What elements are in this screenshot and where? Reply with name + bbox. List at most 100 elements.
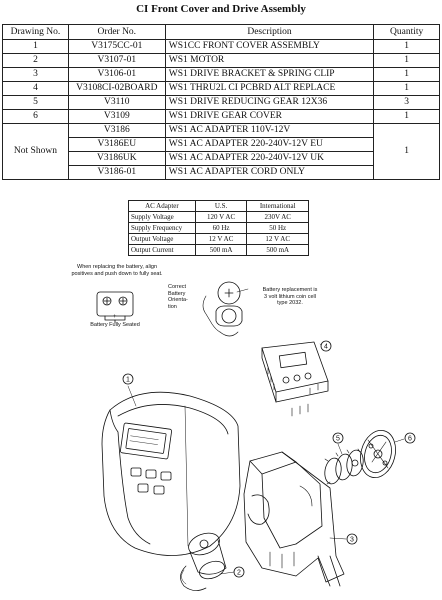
exploded-assembly-diagram: + <box>96 281 416 591</box>
cell-not-shown: Not Shown <box>2 123 69 180</box>
cell-order: V3109 <box>67 109 166 124</box>
cell-quantity: 1 <box>373 53 440 68</box>
battery-plus-sign: + <box>113 314 117 320</box>
cell-order: V3175CC-01 <box>67 39 166 54</box>
cell-description: WS1 AC ADAPTER 220-240V-12V EU <box>164 137 375 152</box>
cell-quantity: 1 <box>373 109 440 124</box>
orientation-line-1: Correct <box>168 284 187 290</box>
table-row: 6 V3109 WS1 DRIVE GEAR COVER 1 <box>2 109 440 124</box>
header-description: Description <box>164 24 375 40</box>
ac-label: Supply Frequency <box>128 222 196 234</box>
battery-seated-label: Battery Fully Seated <box>90 322 140 328</box>
cell-order: V3106-01 <box>67 67 166 82</box>
drive-bracket-part <box>243 451 347 587</box>
orientation-line-2: Battery <box>168 290 186 297</box>
ac-header-international: International <box>246 200 309 212</box>
table-row: 4 V3108CI-02BOARD WS1 THRU2L CI PCBRD AL… <box>2 81 440 96</box>
cell-description: WS1 THRU2L CI PCBRD ALT REPLACE <box>164 81 375 96</box>
table-row: Output Current 500 mA 500 mA <box>128 244 309 256</box>
orientation-line-4: tion <box>168 303 177 310</box>
cell-quantity: 1 <box>373 123 440 180</box>
cell-drawing: 5 <box>2 95 69 110</box>
parts-table: Drawing No. Order No. Description Quanti… <box>2 24 440 180</box>
ac-intl-value: 500 mA <box>246 244 309 256</box>
table-row: Not Shown V3186 WS1 AC ADAPTER 110V-12V … <box>2 123 440 180</box>
cell-drawing: 6 <box>2 109 69 124</box>
cell-order: V3186 <box>67 123 166 138</box>
table-row: Output Voltage 12 V AC 12 V AC <box>128 233 309 245</box>
cell-drawing: 3 <box>2 67 69 82</box>
callout-1: 1 <box>122 373 134 385</box>
orientation-line-3: Orienta- <box>168 297 188 303</box>
drive-gear-cover-part <box>360 430 405 478</box>
cell-order: V3107-01 <box>67 53 166 68</box>
cell-quantity: 1 <box>373 81 440 96</box>
ac-adapter-table: AC Adapter U.S. International Supply Vol… <box>128 200 309 256</box>
cell-description: WS1 AC ADAPTER CORD ONLY <box>164 165 375 180</box>
callout-2-label: 2 <box>237 570 241 577</box>
parts-table-header: Drawing No. Order No. Description Quanti… <box>2 24 440 40</box>
motor-part <box>180 532 235 591</box>
battery-replacement-note: Battery replacement is 3 volt lithium co… <box>246 287 334 307</box>
cell-description: WS1 DRIVE BRACKET & SPRING CLIP <box>164 67 375 82</box>
table-row: V3186UK WS1 AC ADAPTER 220-240V-12V UK <box>3 151 440 166</box>
cell-description: WS1 DRIVE GEAR COVER <box>164 109 375 124</box>
callout-5: 5 <box>332 432 344 444</box>
table-row: V3186EU WS1 AC ADAPTER 220-240V-12V EU <box>3 137 440 152</box>
battery-align-line-1: When replacing the battery, align <box>77 264 157 270</box>
cell-description: WS1 AC ADAPTER 110V-12V <box>164 123 375 138</box>
ac-intl-value: 50 Hz <box>246 222 309 234</box>
ac-label: Supply Voltage <box>128 211 196 223</box>
battery-align-line-2: positives and push down to fully seat. <box>71 270 163 277</box>
battery-orientation-label: Correct Battery Orienta- tion <box>168 284 202 310</box>
callout-6-label: 6 <box>408 436 412 443</box>
table-row: V3186-01 WS1 AC ADAPTER CORD ONLY <box>3 165 440 180</box>
cell-order: V3186UK <box>67 151 166 166</box>
ac-us-value: 120 V AC <box>194 211 248 223</box>
table-row: 2 V3107-01 WS1 MOTOR 1 <box>2 53 440 68</box>
callout-1-label: 1 <box>126 377 130 384</box>
reducing-gears-part <box>324 443 364 485</box>
ac-us-value: 500 mA <box>194 244 248 256</box>
cell-order: V3110 <box>67 95 166 110</box>
replacement-line-2: 3 volt lithium coin cell <box>264 293 316 300</box>
page-title: CI Front Cover and Drive Assembly <box>136 3 306 15</box>
ac-label: Output Current <box>128 244 196 256</box>
ac-label: Output Voltage <box>128 233 196 245</box>
ac-us-value: 12 V AC <box>194 233 248 245</box>
cell-drawing: 1 <box>2 39 69 54</box>
replacement-line-1: Battery replacement is <box>262 287 318 293</box>
cell-drawing: 4 <box>2 81 69 96</box>
coin-battery-icon <box>202 281 249 337</box>
cell-order: V3186EU <box>67 137 166 152</box>
ac-intl-value: 12 V AC <box>246 233 309 245</box>
cell-description: WS1 MOTOR <box>164 53 375 68</box>
cell-description: WS1CC FRONT COVER ASSEMBLY <box>164 39 375 54</box>
battery-align-note: When replacing the battery, align positi… <box>62 264 172 277</box>
callout-4-label: 4 <box>324 344 328 351</box>
table-row: 3 V3106-01 WS1 DRIVE BRACKET & SPRING CL… <box>2 67 440 82</box>
cell-quantity: 3 <box>373 95 440 110</box>
cell-description: WS1 AC ADAPTER 220-240V-12V UK <box>164 151 375 166</box>
callout-4: 4 <box>320 340 332 352</box>
cell-quantity: 1 <box>373 67 440 82</box>
callout-6: 6 <box>404 432 416 444</box>
callout-3-label: 3 <box>350 537 354 544</box>
callout-5-label: 5 <box>336 436 340 443</box>
callout-2: 2 <box>233 566 245 578</box>
replacement-line-3: type 2032. <box>277 300 303 306</box>
cell-order: V3186-01 <box>67 165 166 180</box>
cell-drawing: 2 <box>2 53 69 68</box>
cell-order: V3108CI-02BOARD <box>67 81 166 96</box>
ac-header-adapter: AC Adapter <box>128 200 196 212</box>
callout-3: 3 <box>346 533 358 545</box>
cell-description: WS1 DRIVE REDUCING GEAR 12X36 <box>164 95 375 110</box>
ac-header-us: U.S. <box>194 200 248 212</box>
header-drawing-no: Drawing No. <box>2 24 69 40</box>
ac-intl-value: 230V AC <box>246 211 309 223</box>
table-row: 1 V3175CC-01 WS1CC FRONT COVER ASSEMBLY … <box>2 39 440 54</box>
ac-us-value: 60 Hz <box>194 222 248 234</box>
header-order-no: Order No. <box>67 24 166 40</box>
battery-holder-icon: + <box>96 291 134 324</box>
front-cover-part <box>101 385 241 556</box>
